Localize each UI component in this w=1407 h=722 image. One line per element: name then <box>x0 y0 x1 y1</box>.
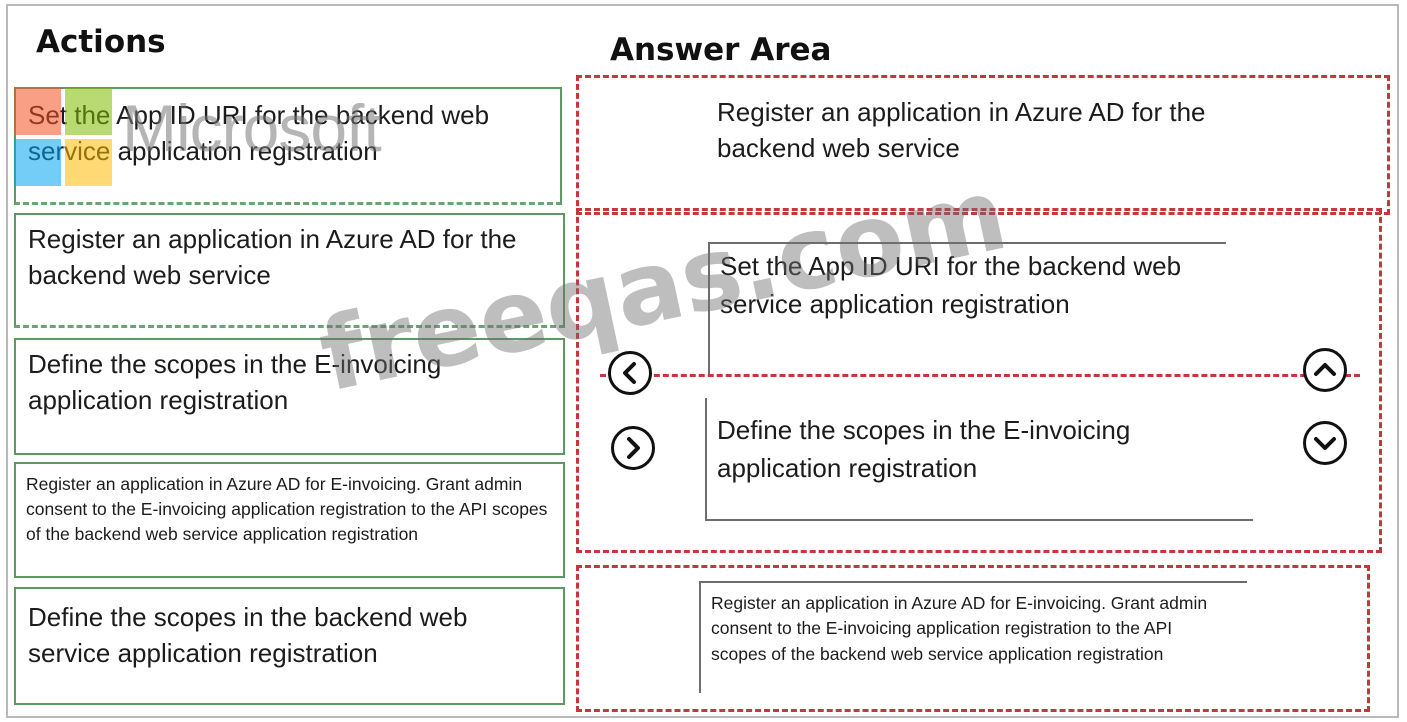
answer-item-label: Register an application in Azure AD for … <box>711 593 1208 664</box>
item-top-border <box>710 242 1226 244</box>
answer-slot-3[interactable] <box>576 565 1370 712</box>
answer-slot-1[interactable]: Register an application in Azure AD for … <box>576 75 1390 215</box>
action-item-define-scopes-backend[interactable]: Define the scopes in the backend web ser… <box>14 587 565 705</box>
left-chevron-icon <box>623 362 636 384</box>
action-item-register-einvoicing[interactable]: Register an application in Azure AD for … <box>14 462 565 578</box>
answer-item-set-app-id-uri[interactable]: Set the App ID URI for the backend web s… <box>708 242 1228 374</box>
microsoft-logo-watermark: Microsoft <box>14 88 474 192</box>
action-item-label: Define the scopes in the E-invoicing app… <box>28 349 442 416</box>
move-left-button[interactable] <box>608 351 652 395</box>
right-chevron-icon <box>627 437 640 459</box>
action-item-register-backend[interactable]: Register an application in Azure AD for … <box>14 213 565 328</box>
answer-item-define-scopes-einvoicing[interactable]: Define the scopes in the E-invoicing app… <box>705 398 1253 521</box>
answer-item-label: Set the App ID URI for the backend web s… <box>720 251 1182 319</box>
logo-wordmark: Microsoft <box>122 91 382 165</box>
logo-yellow-square <box>65 139 112 186</box>
move-down-button[interactable] <box>1303 421 1347 465</box>
dialog-frame <box>6 4 1399 718</box>
logo-blue-square <box>14 139 61 186</box>
answer-area-heading: Answer Area <box>610 32 832 68</box>
down-chevron-icon <box>1314 437 1336 450</box>
move-up-button[interactable] <box>1303 348 1347 392</box>
move-right-button[interactable] <box>611 426 655 470</box>
actions-heading: Actions <box>36 24 166 60</box>
action-item-label: Define the scopes in the backend web ser… <box>28 602 468 669</box>
logo-green-square <box>65 88 112 135</box>
logo-red-square <box>14 88 61 135</box>
answer-slot-2[interactable] <box>576 208 1382 553</box>
answer-item-register-einvoicing[interactable]: Register an application in Azure AD for … <box>699 581 1247 693</box>
answer-slot-divider <box>600 374 1360 377</box>
action-item-define-scopes-einvoicing[interactable]: Define the scopes in the E-invoicing app… <box>14 338 565 455</box>
action-item-label: Register an application in Azure AD for … <box>26 474 548 544</box>
answer-item-label: Define the scopes in the E-invoicing app… <box>717 415 1131 483</box>
up-chevron-icon <box>1314 363 1336 376</box>
action-item-label: Register an application in Azure AD for … <box>28 224 517 291</box>
item-top-border <box>701 581 1247 583</box>
item-bottom-border <box>707 519 1253 521</box>
answer-item-label: Register an application in Azure AD for … <box>717 97 1206 164</box>
